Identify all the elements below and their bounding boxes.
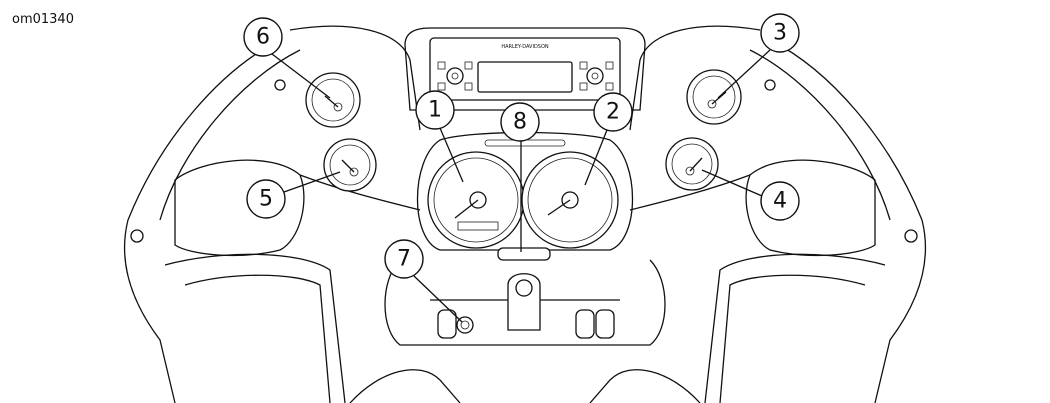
figure-id: om01340 [12, 12, 74, 27]
gauge-6 [305, 72, 361, 128]
callout-3: 3 [760, 13, 800, 53]
svg-text:4: 4 [773, 189, 787, 214]
svg-text:7: 7 [397, 247, 411, 272]
gauge-3 [686, 69, 742, 125]
svg-text:2: 2 [606, 100, 620, 125]
indicator-panel [497, 247, 551, 261]
callout-2: 2 [593, 92, 633, 132]
callout-6: 6 [243, 17, 283, 57]
switch-right-1 [575, 309, 595, 339]
leader-lines [271, 49, 771, 323]
brand-text: HARLEY-DAVIDSON [501, 44, 549, 50]
radio-display [477, 61, 573, 93]
fairing-outline [123, 25, 927, 403]
svg-text:1: 1 [428, 98, 442, 123]
speedometer [427, 151, 525, 249]
switch-right-2 [595, 309, 615, 339]
svg-text:5: 5 [259, 187, 273, 212]
gauge-5 [323, 138, 377, 192]
callout-8: 8 [500, 102, 540, 142]
gauge-4 [665, 137, 719, 191]
callout-1: 1 [415, 90, 455, 130]
instrument-cluster [416, 131, 634, 261]
switch-left [437, 309, 457, 339]
callout-4: 4 [760, 181, 800, 221]
svg-text:3: 3 [773, 21, 787, 46]
tachometer [521, 151, 619, 249]
callout-5: 5 [246, 179, 286, 219]
svg-text:6: 6 [256, 25, 270, 50]
radio-head-unit: HARLEY-DAVIDSON [404, 27, 646, 111]
callout-7: 7 [384, 239, 424, 279]
svg-text:8: 8 [513, 110, 527, 135]
lower-console [349, 259, 701, 403]
